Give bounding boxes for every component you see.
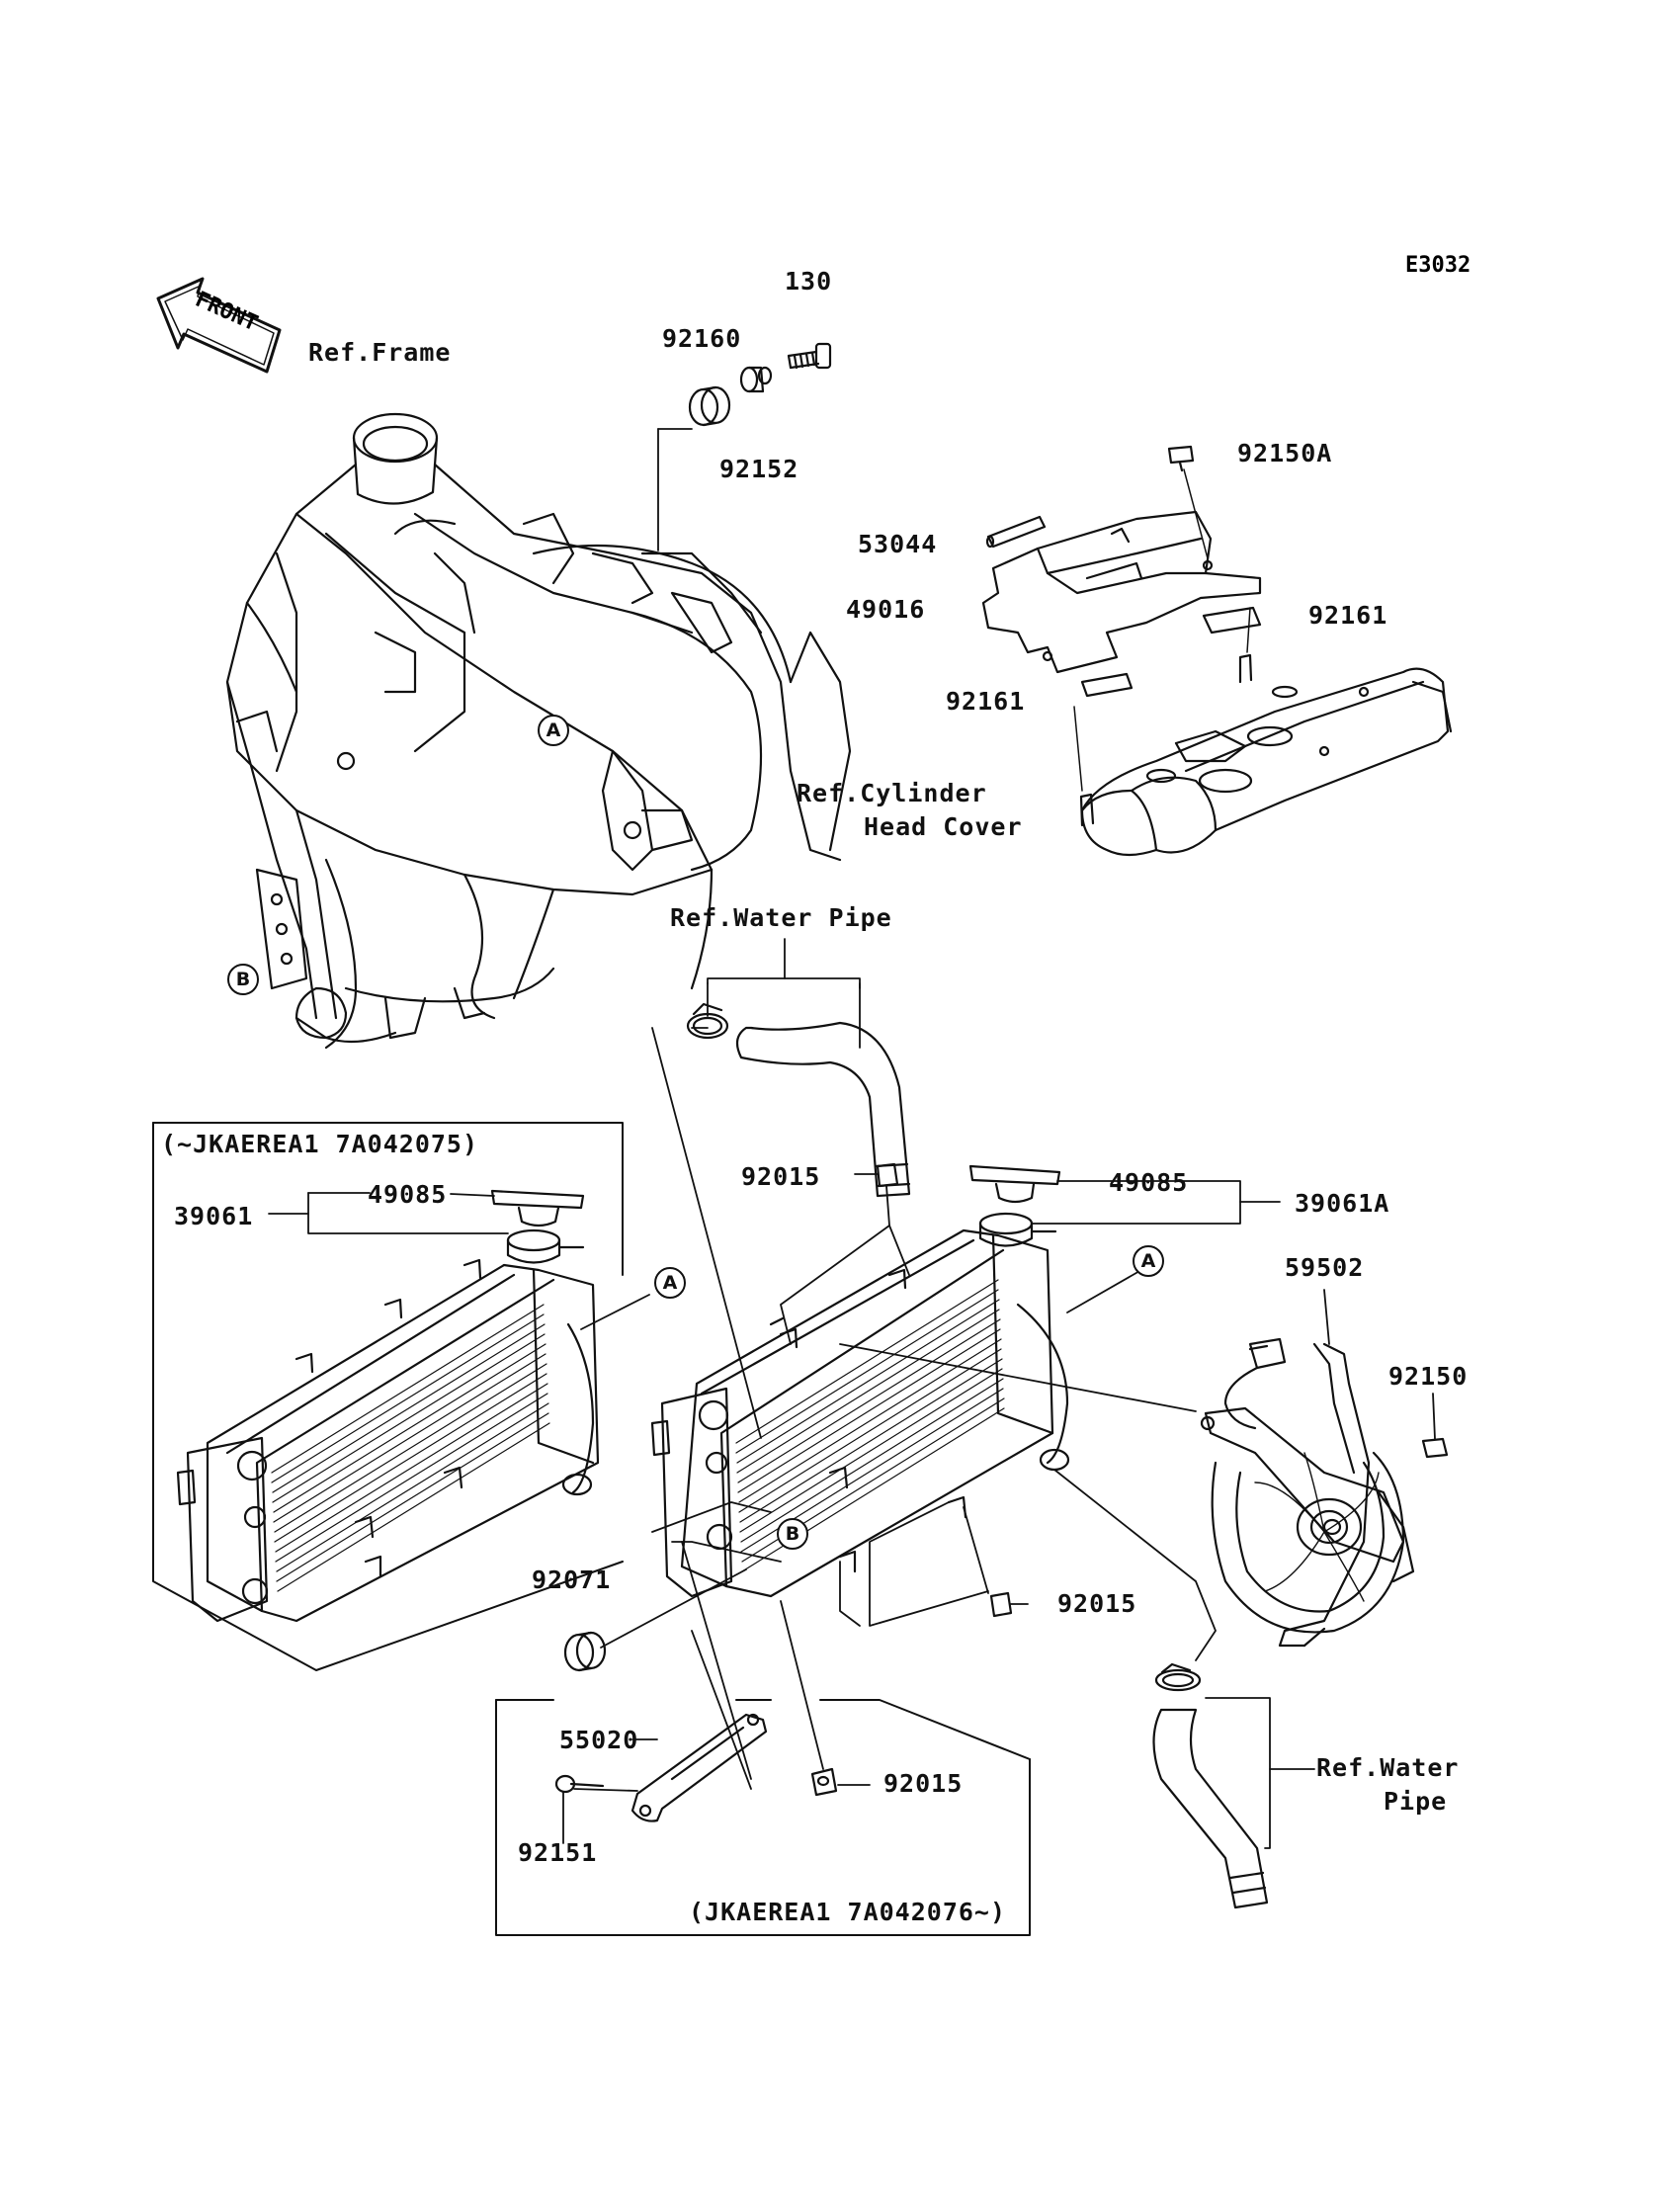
hose-clamp-bottom-drawing	[1154, 1662, 1202, 1692]
cylinder-head-cover-drawing	[1079, 653, 1453, 857]
part-92150A-label: 92150A	[1237, 439, 1333, 467]
radiator-main-drawing	[650, 1228, 1070, 1598]
part-92015-top-label: 92015	[741, 1162, 821, 1191]
collar-92152-drawing	[739, 366, 773, 393]
callout-b-main-radiator: B	[777, 1518, 808, 1550]
part-92161-right-label: 92161	[1308, 601, 1388, 630]
callout-a-left-radiator: A	[654, 1267, 686, 1299]
ref-water-pipe-top-label: Ref.Water Pipe	[670, 903, 892, 932]
part-53044-label: 53044	[858, 530, 938, 558]
variant-early-label: (~JKAEREA1 7A042075)	[161, 1130, 479, 1158]
ref-frame-label: Ref.Frame	[308, 338, 452, 367]
frame-drawing	[225, 412, 852, 1050]
pad-53044-drawing	[985, 515, 1047, 549]
part-39061-label: 39061	[174, 1202, 254, 1230]
part-130-label: 130	[785, 267, 833, 296]
bracket-55020-drawing	[630, 1713, 768, 1822]
bolt-130-drawing	[787, 342, 832, 370]
part-55020-label: 55020	[559, 1726, 639, 1754]
variant-late-label: (JKAEREA1 7A042076~)	[689, 1898, 1007, 1926]
callout-a-frame: A	[538, 715, 569, 746]
clip-92015-top-drawing	[876, 1162, 899, 1188]
clip-92015-mid-drawing	[989, 1591, 1013, 1618]
collar-92160-drawing	[688, 385, 731, 427]
part-92015-bottom-label: 92015	[883, 1769, 964, 1798]
part-92160-label: 92160	[662, 324, 742, 353]
radiator-early-drawing	[176, 1258, 600, 1623]
filler-neck-early-drawing	[506, 1228, 585, 1264]
part-92071-label: 92071	[532, 1566, 612, 1594]
ref-cylinder-label: Ref.Cylinder	[797, 779, 987, 807]
part-39061A-label: 39061A	[1295, 1189, 1390, 1218]
grommet-92071-drawing	[563, 1631, 607, 1672]
part-92152-label: 92152	[719, 455, 799, 483]
part-92161-left-label: 92161	[946, 687, 1026, 716]
radiator-cap-early-drawing	[490, 1189, 585, 1227]
nut-92150-drawing	[1421, 1437, 1449, 1459]
pad-92161-drawing	[1080, 606, 1262, 698]
part-49085-right-label: 49085	[1109, 1168, 1189, 1197]
heat-shield-49016-drawing	[981, 510, 1262, 674]
callout-b-frame: B	[227, 964, 259, 995]
part-92151-label: 92151	[518, 1838, 598, 1867]
part-92015-mid-label: 92015	[1057, 1589, 1137, 1618]
part-59502-label: 59502	[1285, 1253, 1365, 1282]
cooling-fan-59502-drawing	[1200, 1337, 1415, 1648]
part-49016-label: 49016	[846, 595, 926, 624]
clip-92015-bottom-drawing	[810, 1767, 838, 1797]
ref-head-cover-label: Head Cover	[864, 812, 1023, 841]
bolt-92151-drawing	[554, 1774, 605, 1794]
callout-a-main-radiator: A	[1133, 1245, 1164, 1277]
ref-water-pipe-right-label: Ref.Water	[1316, 1753, 1460, 1782]
ref-pipe-right-label: Pipe	[1384, 1787, 1448, 1816]
part-92150-label: 92150	[1388, 1362, 1469, 1391]
front-arrow-icon	[156, 277, 282, 374]
part-49085-left-label: 49085	[368, 1180, 448, 1209]
radiator-cap-main-drawing	[968, 1164, 1061, 1204]
diagram-code: E3032	[1405, 253, 1471, 278]
bolt-92150A-drawing	[1167, 445, 1195, 472]
water-pipe-bottom-drawing	[1152, 1708, 1269, 1909]
